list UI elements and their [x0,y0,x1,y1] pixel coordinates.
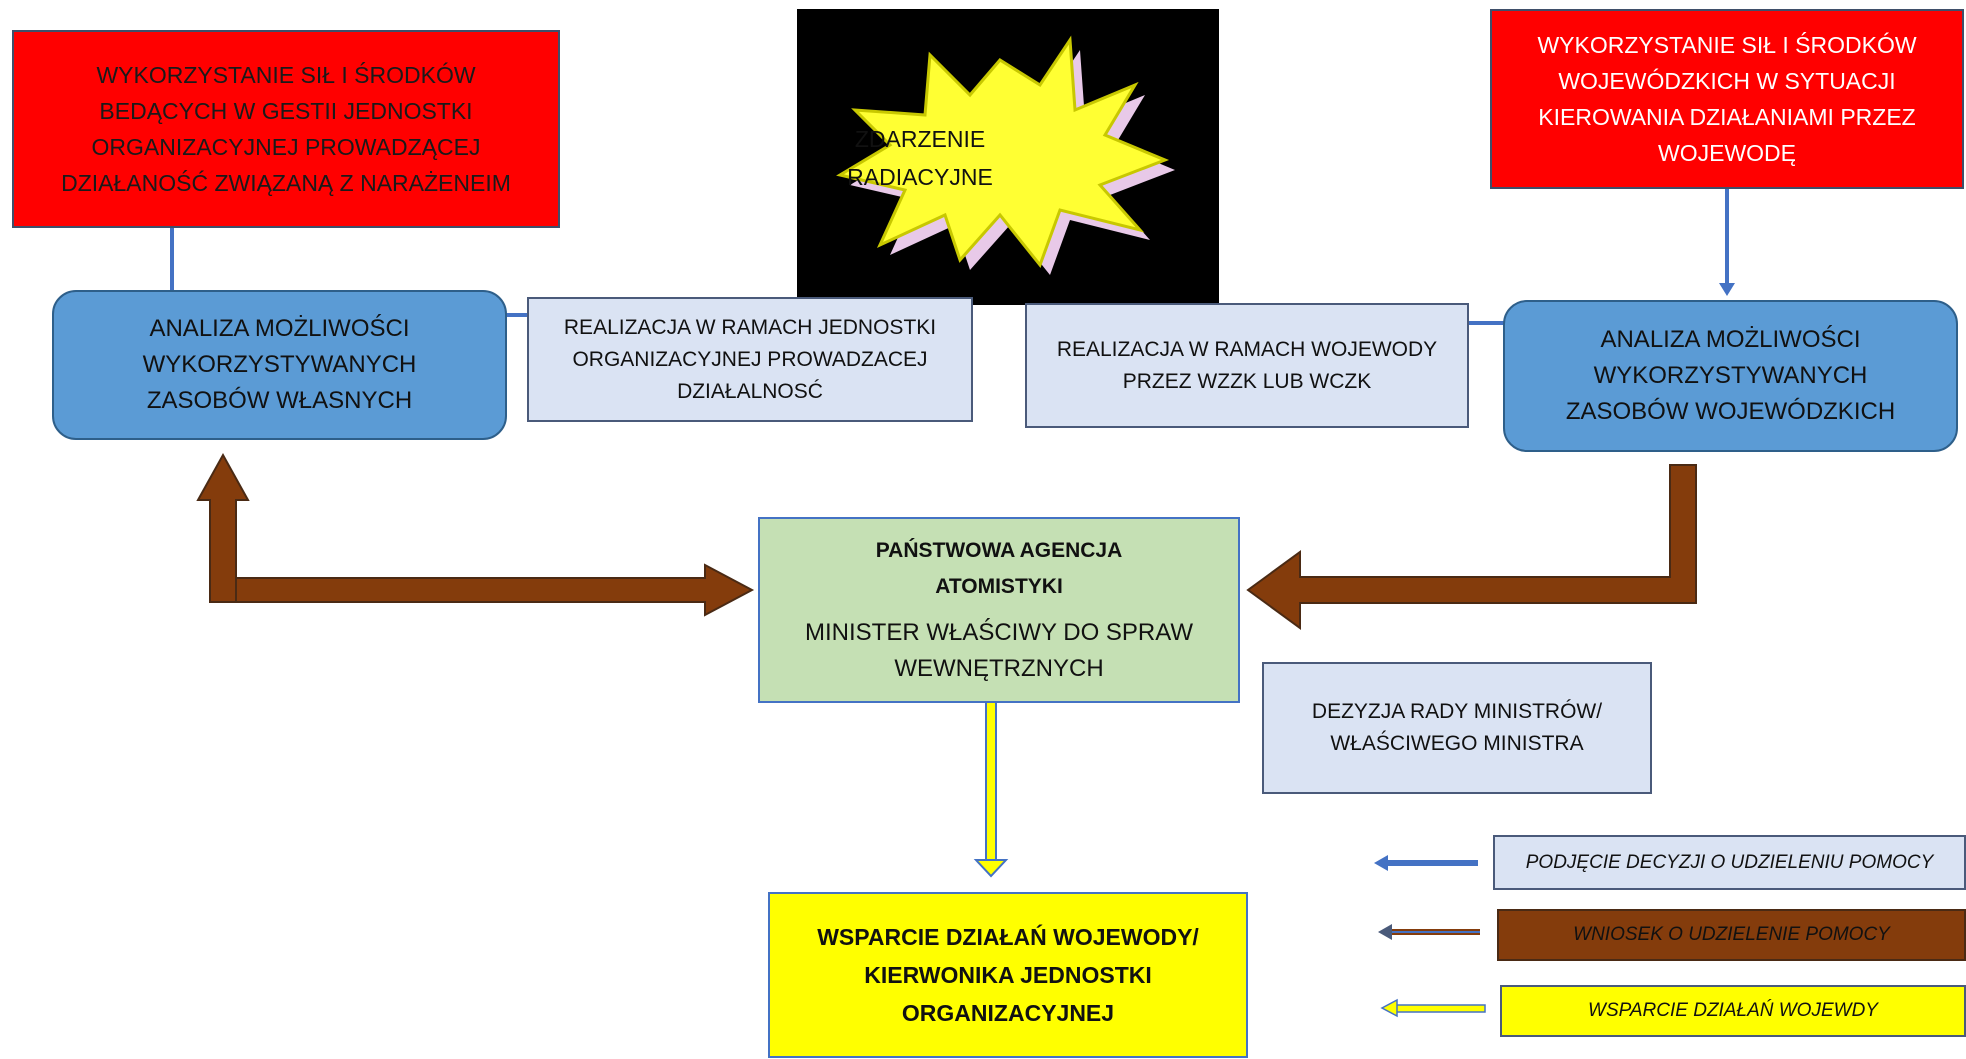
brown-arrow-right [1246,464,1697,630]
legend-item-decision-label: PODJĘCIE DECYZJI O UDZIELENIU POMOCY [1525,851,1934,873]
legend-item-request-label: WNIOSEK O UDZIELENIE POMOCY [1573,924,1890,945]
box-atomic-agency-title-line: PAŃSTWOWA AGENCJA [875,539,1123,562]
box-decision: DEZYZJA RADY MINISTRÓW/ WŁAŚCIWEGO MINIS… [1262,662,1652,794]
legend-arrowhead-brown [1378,924,1392,940]
legend-item-request: WNIOSEK O UDZIELENIE POMOCY [1497,909,1966,961]
box-voivode-resources-line: KIEROWANIA DZIAŁANIAMI PRZEZ [1538,104,1916,130]
box-analysis-own-line: WYKORZYSTYWANYCH [142,351,417,378]
box-analysis-own-line: ZASOBÓW WŁASNYCH [146,387,413,414]
box-realization-voivode-line: PRZEZ WZZK LUB WCZK [1122,369,1372,393]
box-realization-unit-line: DZIAŁALNOSĆ [677,379,823,403]
box-decision-line: DEZYZJA RADY MINISTRÓW/ [1311,700,1603,723]
box-voivode-resources-line: WOJEWÓDZKICH W SYTUACJI [1558,68,1896,94]
explosion-star-icon [836,35,1170,269]
box-atomic-agency-title-line: ATOMISTYKI [935,575,1063,598]
box-unit-resources-line: BEDĄCYCH W GESTII JEDNOSTKI [99,98,473,124]
box-voivode-resources-line: WOJEWODĘ [1658,140,1796,166]
box-atomic-agency: PAŃSTWOWA AGENCJA ATOMISTYKI MINISTER WŁ… [758,517,1240,703]
box-unit-resources-line: WYKORZYSTANIE SIŁ I ŚRODKÓW [96,62,476,88]
box-unit-resources: WYKORZYSTANIE SIŁ I ŚRODKÓW BEDĄCYCH W G… [12,30,560,228]
box-atomic-agency-body-line: WEWNĘTRZNYCH [894,655,1104,682]
legend-item-support-label: WSPARCIE DZIAŁAŃ WOJEWDY [1588,1000,1878,1021]
box-support-line: ORGANIZACYJNEJ [901,1000,1115,1026]
box-decision-line: WŁAŚCIWEGO MINISTRA [1330,732,1584,755]
box-analysis-voivode: ANALIZA MOŻLIWOŚCI WYKORZYSTYWANYCH ZASO… [1503,300,1958,452]
yellow-arrow-head [973,859,1009,878]
event-label-line2: RADIACYJNE [847,164,993,190]
legend-item-decision: PODJĘCIE DECYZJI O UDZIELENIU POMOCY [1493,835,1966,890]
box-analysis-own: ANALIZA MOŻLIWOŚCI WYKORZYSTYWANYCH ZASO… [52,290,507,440]
legend-arrowhead-yellow [1380,998,1398,1018]
arrowhead-right-red-down [1719,283,1735,296]
box-voivode-resources: WYKORZYSTANIE SIŁ I ŚRODKÓW WOJEWÓDZKICH… [1490,9,1964,189]
box-voivode-resources-line: WYKORZYSTANIE SIŁ I ŚRODKÓW [1537,32,1917,58]
box-realization-voivode: REALIZACJA W RAMACH WOJEWODY PRZEZ WZZK … [1025,303,1469,428]
box-support: WSPARCIE DZIAŁAŃ WOJEWODY/ KIERWONIKA JE… [768,892,1248,1058]
legend-item-support: WSPARCIE DZIAŁAŃ WOJEWDY [1500,985,1966,1037]
brown-arrow-left-vertical [196,452,250,603]
legend-arrowhead-blue [1374,855,1388,871]
box-support-line: KIERWONIKA JEDNOSTKI [864,962,1152,988]
box-analysis-own-line: ANALIZA MOŻLIWOŚCI [149,315,410,342]
box-support-line: WSPARCIE DZIAŁAŃ WOJEWODY/ [817,924,1199,950]
event-label: ZDARZENIE RADIACYJNE [830,118,1010,198]
box-analysis-voivode-line: WYKORZYSTYWANYCH [1593,362,1868,389]
box-realization-unit: REALIZACJA W RAMACH JEDNOSTKI ORGANIZACY… [527,297,973,422]
box-realization-unit-line: REALIZACJA W RAMACH JEDNOSTKI [563,315,937,339]
event-label-line1: ZDARZENIE [854,126,986,152]
box-realization-voivode-line: REALIZACJA W RAMACH WOJEWODY [1056,337,1438,361]
box-realization-unit-line: ORGANIZACYJNEJ PROWADZACEJ [572,347,928,371]
box-analysis-voivode-line: ANALIZA MOŻLIWOŚCI [1600,326,1861,353]
box-analysis-voivode-line: ZASOBÓW WOJEWÓDZKICH [1565,398,1896,425]
box-unit-resources-line: DZIAŁANOŚĆ ZWIĄZANĄ Z NARAŻENEIM [61,170,511,196]
box-atomic-agency-body-line: MINISTER WŁAŚCIWY DO SPRAW [804,619,1194,646]
box-unit-resources-line: ORGANIZACYJNEJ PROWADZĄCEJ [91,134,481,160]
